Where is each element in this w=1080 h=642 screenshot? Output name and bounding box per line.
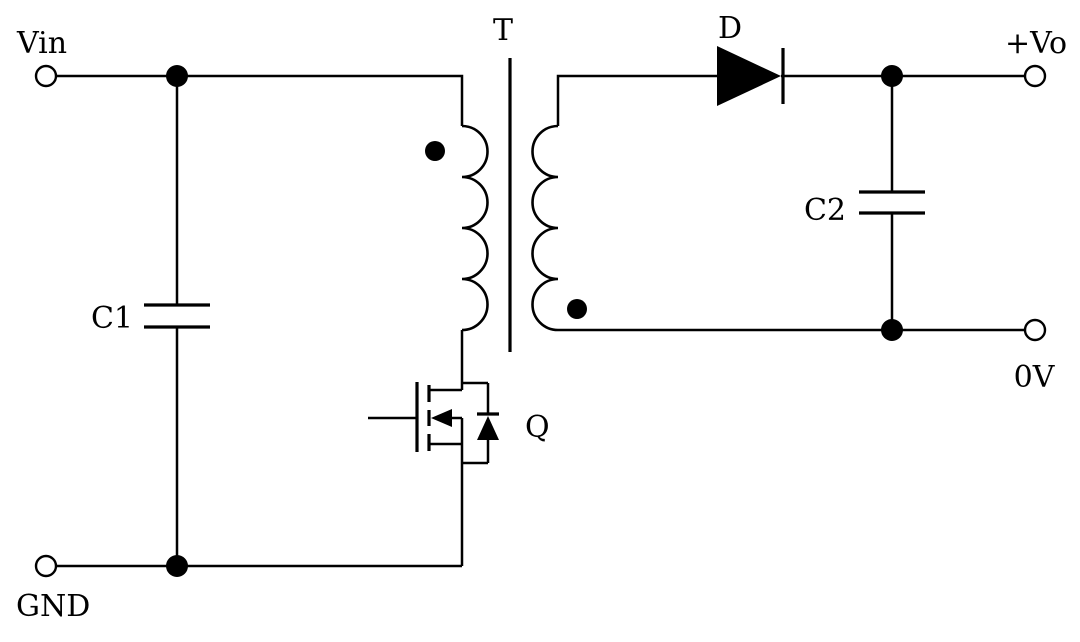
output-return-terminal: 0V xyxy=(1014,318,1056,395)
body-diode-triangle-icon xyxy=(477,416,499,440)
transformer-label: T xyxy=(493,13,513,48)
junction-dot-output-top xyxy=(881,65,903,87)
output-diode: D xyxy=(717,11,785,106)
junction-dot-input-top xyxy=(166,65,188,87)
vo-terminal-circle xyxy=(1023,64,1047,88)
transformer-primary-winding xyxy=(461,124,489,332)
ground-terminal: GND xyxy=(16,554,90,624)
vin-terminal-circle xyxy=(34,64,58,88)
junctions xyxy=(166,65,903,577)
vin-label: Vin xyxy=(16,26,67,61)
diode-triangle-icon xyxy=(717,46,781,106)
secondary-polarity-dot xyxy=(567,299,587,319)
c2-label: C2 xyxy=(804,193,846,228)
vo-label: +Vo xyxy=(1005,26,1067,61)
wire-input-top-rail xyxy=(56,74,464,126)
gnd-terminal-circle xyxy=(34,554,58,578)
wire-net xyxy=(56,74,1025,568)
diode-label: D xyxy=(718,11,742,46)
zero-v-label: 0V xyxy=(1014,360,1056,395)
output-positive-terminal: +Vo xyxy=(1005,26,1067,88)
primary-polarity-dot xyxy=(425,141,445,161)
wire-secondary-to-diode xyxy=(556,74,717,126)
mosfet-body-arrow-icon xyxy=(431,409,452,427)
input-capacitor: C1 xyxy=(91,301,210,336)
junction-dot-output-bottom xyxy=(881,319,903,341)
gnd-label: GND xyxy=(16,589,90,624)
output-capacitor: C2 xyxy=(804,190,925,228)
transformer: T xyxy=(425,13,587,352)
junction-dot-input-bottom xyxy=(166,555,188,577)
zero-v-terminal-circle xyxy=(1023,318,1047,342)
transformer-secondary-winding xyxy=(531,124,559,332)
input-terminal: Vin xyxy=(16,26,67,88)
c1-label: C1 xyxy=(91,301,133,336)
mosfet-switch: Q xyxy=(368,330,550,566)
mosfet-label: Q xyxy=(525,410,550,445)
